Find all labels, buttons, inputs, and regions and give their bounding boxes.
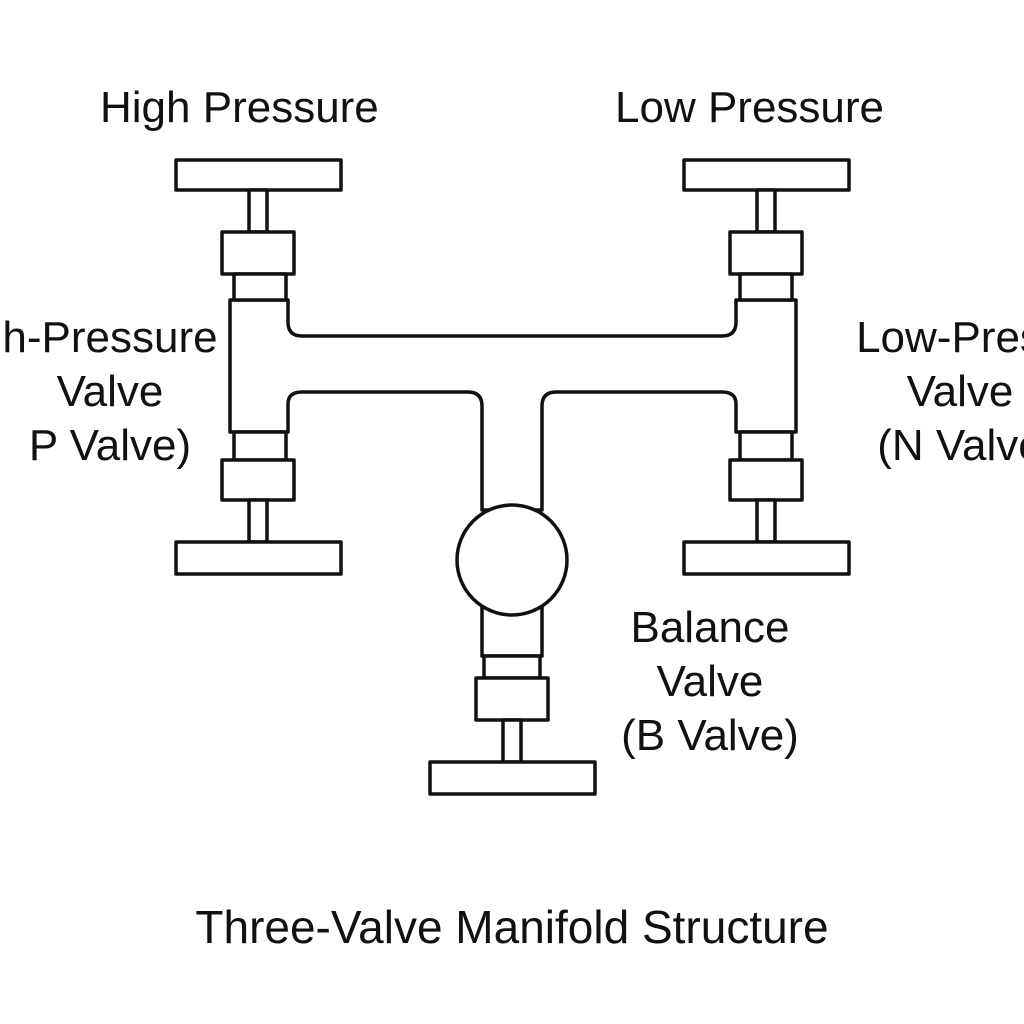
hp-valve-label-line3: P Valve)	[28, 421, 192, 470]
hp-valve-label-line1: h-Pressure	[2, 313, 218, 362]
lp-top-handwheel	[682, 158, 851, 192]
high-pressure-valve	[174, 158, 343, 576]
lp-bottom-packing-nut	[728, 458, 804, 502]
bv-bonnet	[482, 654, 542, 680]
bv-label-line3: (B Valve)	[621, 711, 799, 760]
bv-stem	[501, 718, 523, 764]
balance-valve	[428, 503, 597, 796]
high-pressure-valve-label: h-Pressure Valve P Valve)	[0, 316, 280, 478]
bv-packing-nut	[474, 676, 550, 722]
hp-bottom-handwheel	[174, 540, 343, 576]
hp-top-stem	[247, 188, 269, 234]
hp-top-bonnet	[232, 272, 288, 302]
lp-top-stem	[755, 188, 777, 234]
hp-valve-label-line2: Valve	[56, 367, 164, 416]
lp-bottom-bonnet	[738, 430, 794, 462]
high-pressure-label: High Pressure	[100, 83, 379, 132]
low-pressure-label: Low Pressure	[615, 83, 885, 132]
lp-valve-label-line3: (N Valve	[877, 421, 1024, 470]
bv-label-line1: Balance	[630, 603, 790, 652]
lp-valve-label-line2: Valve	[906, 367, 1014, 416]
manifold-body	[228, 298, 798, 512]
bv-ball	[455, 503, 569, 617]
lp-bottom-handwheel	[682, 540, 851, 576]
lp-top-bonnet	[738, 272, 794, 302]
low-pressure-valve	[682, 158, 851, 576]
lp-valve-label-line1: Low-Press	[856, 313, 1024, 362]
lp-top-packing-nut	[728, 230, 804, 276]
balance-valve-label: Balance Valve (B Valve)	[600, 606, 820, 768]
bv-handwheel	[428, 760, 597, 796]
low-pressure-valve-label: Low-Press Valve (N Valve	[800, 316, 1024, 478]
bv-label-line2: Valve	[656, 657, 764, 706]
hp-top-packing-nut	[220, 230, 296, 276]
lp-bottom-stem	[755, 498, 777, 544]
hp-top-handwheel	[174, 158, 343, 192]
hp-bottom-stem	[247, 498, 269, 544]
diagram-title: Three-Valve Manifold Structure	[195, 901, 829, 953]
